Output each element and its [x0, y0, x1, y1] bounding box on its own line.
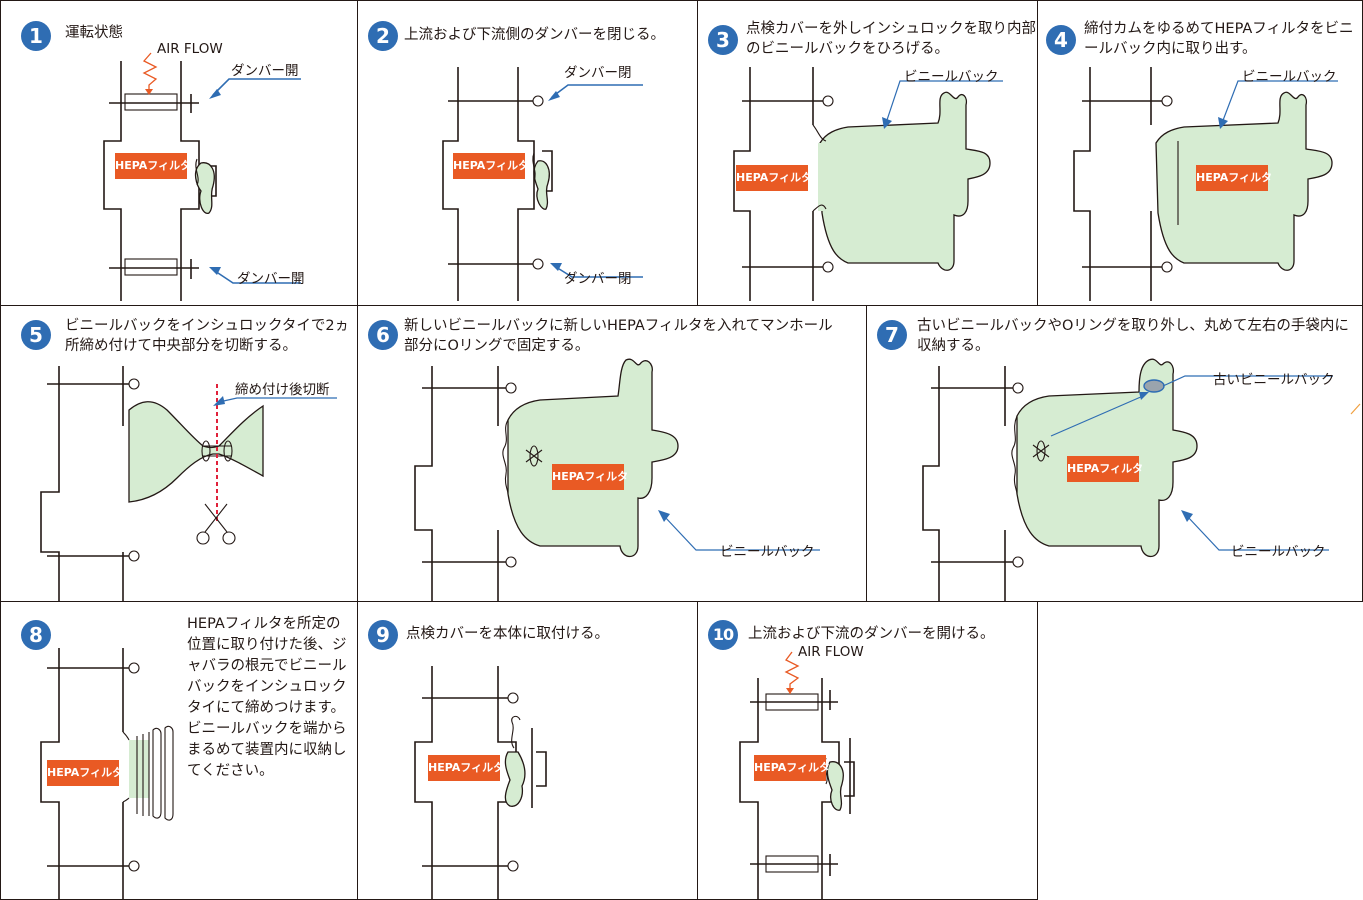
- step-7-caption: 古いビニールバックやOリングを取り外し、丸めて左右の手袋内に収納する。: [917, 318, 1349, 354]
- empty-cell: [1037, 601, 1363, 900]
- step-3-bag-label: ビニールバック: [904, 69, 999, 85]
- step-10-hepa-label: HEPAフィルタ: [754, 755, 830, 781]
- step-6-drawing: [414, 358, 820, 601]
- step-5-caption: ビニールバックをインシュロックタイで2ヵ所締め付けて中央部分を切断する。: [65, 318, 350, 354]
- step-10-badge: 10: [708, 620, 738, 650]
- step-7-bag-label: ビニールバック: [1231, 544, 1326, 560]
- step-1-drawing: [103, 52, 301, 301]
- step-5-drawing: [40, 366, 337, 601]
- step-4-hepa-label: HEPAフィルタ: [1196, 165, 1272, 191]
- step-7-panel: 7 古いビニールバックやOリングを取り外し、丸めて左右の手袋内に収納する。 古い…: [866, 305, 1363, 602]
- step-1-hepa-label: HEPAフィルタ: [115, 153, 191, 179]
- step-8-caption: HEPAフィルタを所定の位置に取り付けた後、ジャバラの根元でビニールバックをイン…: [187, 616, 347, 779]
- step-2-caption: 上流および下流側のダンバーを閉じる。: [404, 27, 665, 43]
- step-6-bag-label: ビニールバック: [720, 544, 815, 560]
- step-3-badge: 3: [708, 25, 738, 55]
- step-7-badge: 7: [877, 320, 907, 350]
- step-6-panel: 6 新しいビニールバックに新しいHEPAフィルタを入れてマンホール部分にOリング…: [357, 305, 867, 602]
- step-5-cut-label: 締め付け後切断: [235, 382, 330, 398]
- step-7-old-bag-label: 古いビニールバック: [1213, 372, 1335, 388]
- step-3-caption: 点検カバーを外しインシュロックを取り内部のビニールバックをひろげる。: [746, 21, 1036, 57]
- step-2-damper-bottom-label: ダンバー閉: [564, 271, 632, 287]
- step-2-panel: 2 上流および下流側のダンバーを閉じる。 ダンバー閉 ダンバー閉 HEPAフィル…: [357, 0, 698, 306]
- step-6-caption: 新しいビニールバックに新しいHEPAフィルタを入れてマンホール部分にOリングで固…: [404, 318, 833, 354]
- step-3-panel: 3 点検カバーを外しインシュロックを取り内部のビニールバックをひろげる。 ビニー…: [697, 0, 1038, 306]
- step-9-hepa-label: HEPAフィルタ: [428, 755, 504, 781]
- step-4-panel: 4 締付カムをゆるめてHEPAフィルタをビニールバック内に取り出す。 ビニールバ…: [1037, 0, 1363, 306]
- step-6-hepa-label: HEPAフィルタ: [552, 464, 628, 490]
- step-10-caption: 上流および下流のダンバーを開ける。: [748, 626, 995, 642]
- step-4-bag-label: ビニールバック: [1242, 69, 1337, 85]
- step-4-drawing: [1073, 67, 1338, 301]
- step-2-badge: 2: [368, 21, 398, 51]
- step-9-badge: 9: [368, 620, 398, 650]
- step-4-caption: 締付カムをゆるめてHEPAフィルタをビニールバック内に取り出す。: [1084, 21, 1354, 57]
- step-1-airflow-label: AIR FLOW: [157, 41, 223, 57]
- step-3-drawing: [733, 67, 1003, 301]
- step-10-panel: 10 上流および下流のダンバーを開ける。 AIR FLOW HEPAフィルタ: [697, 601, 1038, 900]
- step-10-airflow-label: AIR FLOW: [798, 644, 864, 660]
- step-9-panel: 9 点検カバーを本体に取付ける。 HEPAフィルタ: [357, 601, 698, 900]
- step-1-badge: 1: [21, 21, 51, 51]
- step-5-panel: 5 ビニールバックをインシュロックタイで2ヵ所締め付けて中央部分を切断する。 締…: [0, 305, 358, 602]
- step-1-caption: 運転状態: [65, 25, 123, 41]
- step-8-hepa-label: HEPAフィルタ: [47, 760, 123, 786]
- step-8-panel: 8 HEPAフィルタを所定の位置に取り付けた後、ジャバラの根元でビニールバックを…: [0, 601, 358, 900]
- step-7-hepa-label: HEPAフィルタ: [1067, 456, 1143, 482]
- step-2-hepa-label: HEPAフィルタ: [453, 153, 529, 179]
- step-9-caption: 点検カバーを本体に取付ける。: [406, 626, 609, 642]
- step-6-badge: 6: [368, 320, 398, 350]
- step-2-damper-top-label: ダンバー閉: [564, 65, 632, 81]
- step-8-drawing: [40, 648, 174, 899]
- step-2-drawing: [442, 67, 643, 301]
- step-3-hepa-label: HEPAフィルタ: [736, 165, 812, 191]
- step-1-damper-bottom-label: ダンバー開: [237, 271, 305, 287]
- step-10-drawing: [739, 651, 855, 899]
- step-4-badge: 4: [1046, 25, 1076, 55]
- step-1-damper-top-label: ダンバー開: [231, 63, 299, 79]
- step-8-badge: 8: [21, 620, 51, 650]
- step-1-panel: 1 運転状態 AIR FLOW ダ: [0, 0, 358, 306]
- step-9-drawing: [414, 666, 547, 899]
- step-5-badge: 5: [21, 320, 51, 350]
